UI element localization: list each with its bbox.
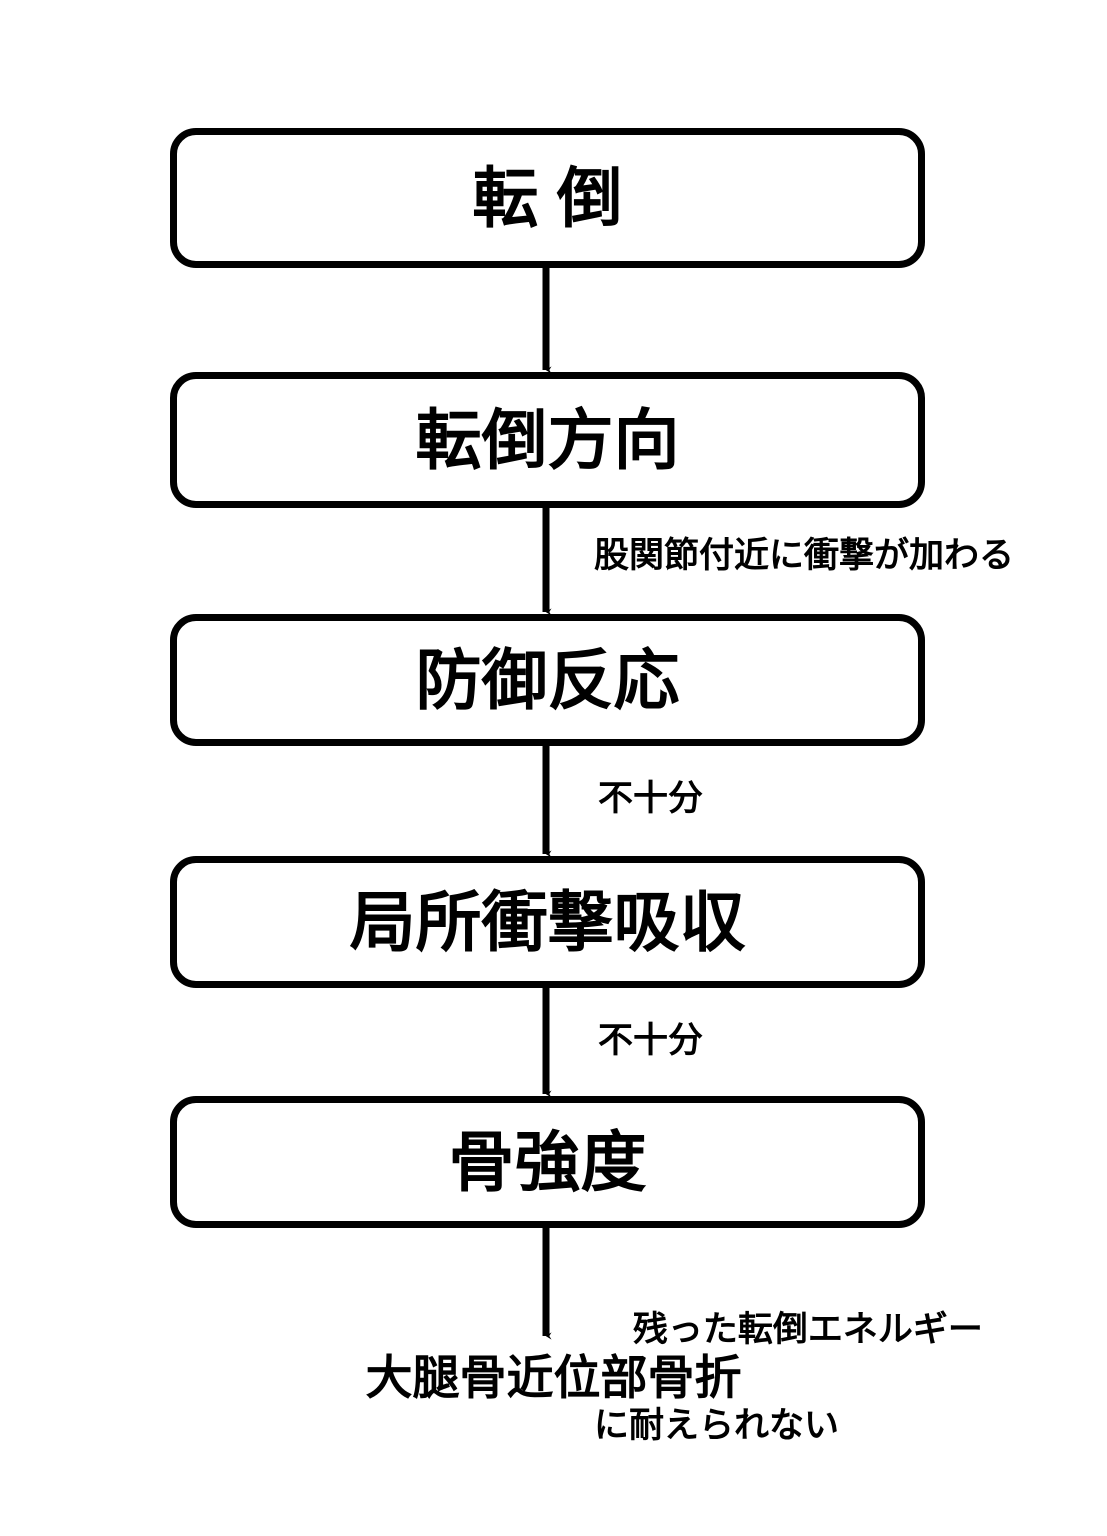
edge-label-insufficient-absorption: 不十分 — [598, 1021, 704, 1060]
node-defensive-reaction-label: 防御反応 — [415, 643, 680, 717]
node-bone-strength-label: 骨強度 — [448, 1125, 647, 1199]
edge-label-insufficient-defense: 不十分 — [598, 779, 704, 818]
node-fall-label: 転 倒 — [472, 161, 623, 235]
edge-label-residual-energy-line1: 残った転倒エネルギー — [632, 1310, 983, 1349]
node-local-shock-absorption[interactable]: 局所衝撃吸収 — [170, 856, 925, 988]
node-defensive-reaction[interactable]: 防御反応 — [170, 614, 925, 746]
edge-label-residual-energy: 残った転倒エネルギー に耐えられない — [594, 1258, 983, 1536]
node-fall-direction-label: 転倒方向 — [415, 403, 680, 477]
node-fall[interactable]: 転 倒 — [170, 128, 925, 268]
outcome-proximal-femur-fracture: 大腿骨近位部骨折 — [365, 1351, 742, 1404]
node-bone-strength[interactable]: 骨強度 — [170, 1096, 925, 1228]
edge-label-residual-energy-line2: に耐えられない — [594, 1406, 840, 1445]
edge-label-hip-impact: 股関節付近に衝撃が加わる — [594, 536, 1015, 575]
node-local-shock-absorption-label: 局所衝撃吸収 — [349, 885, 746, 959]
node-fall-direction[interactable]: 転倒方向 — [170, 372, 925, 508]
